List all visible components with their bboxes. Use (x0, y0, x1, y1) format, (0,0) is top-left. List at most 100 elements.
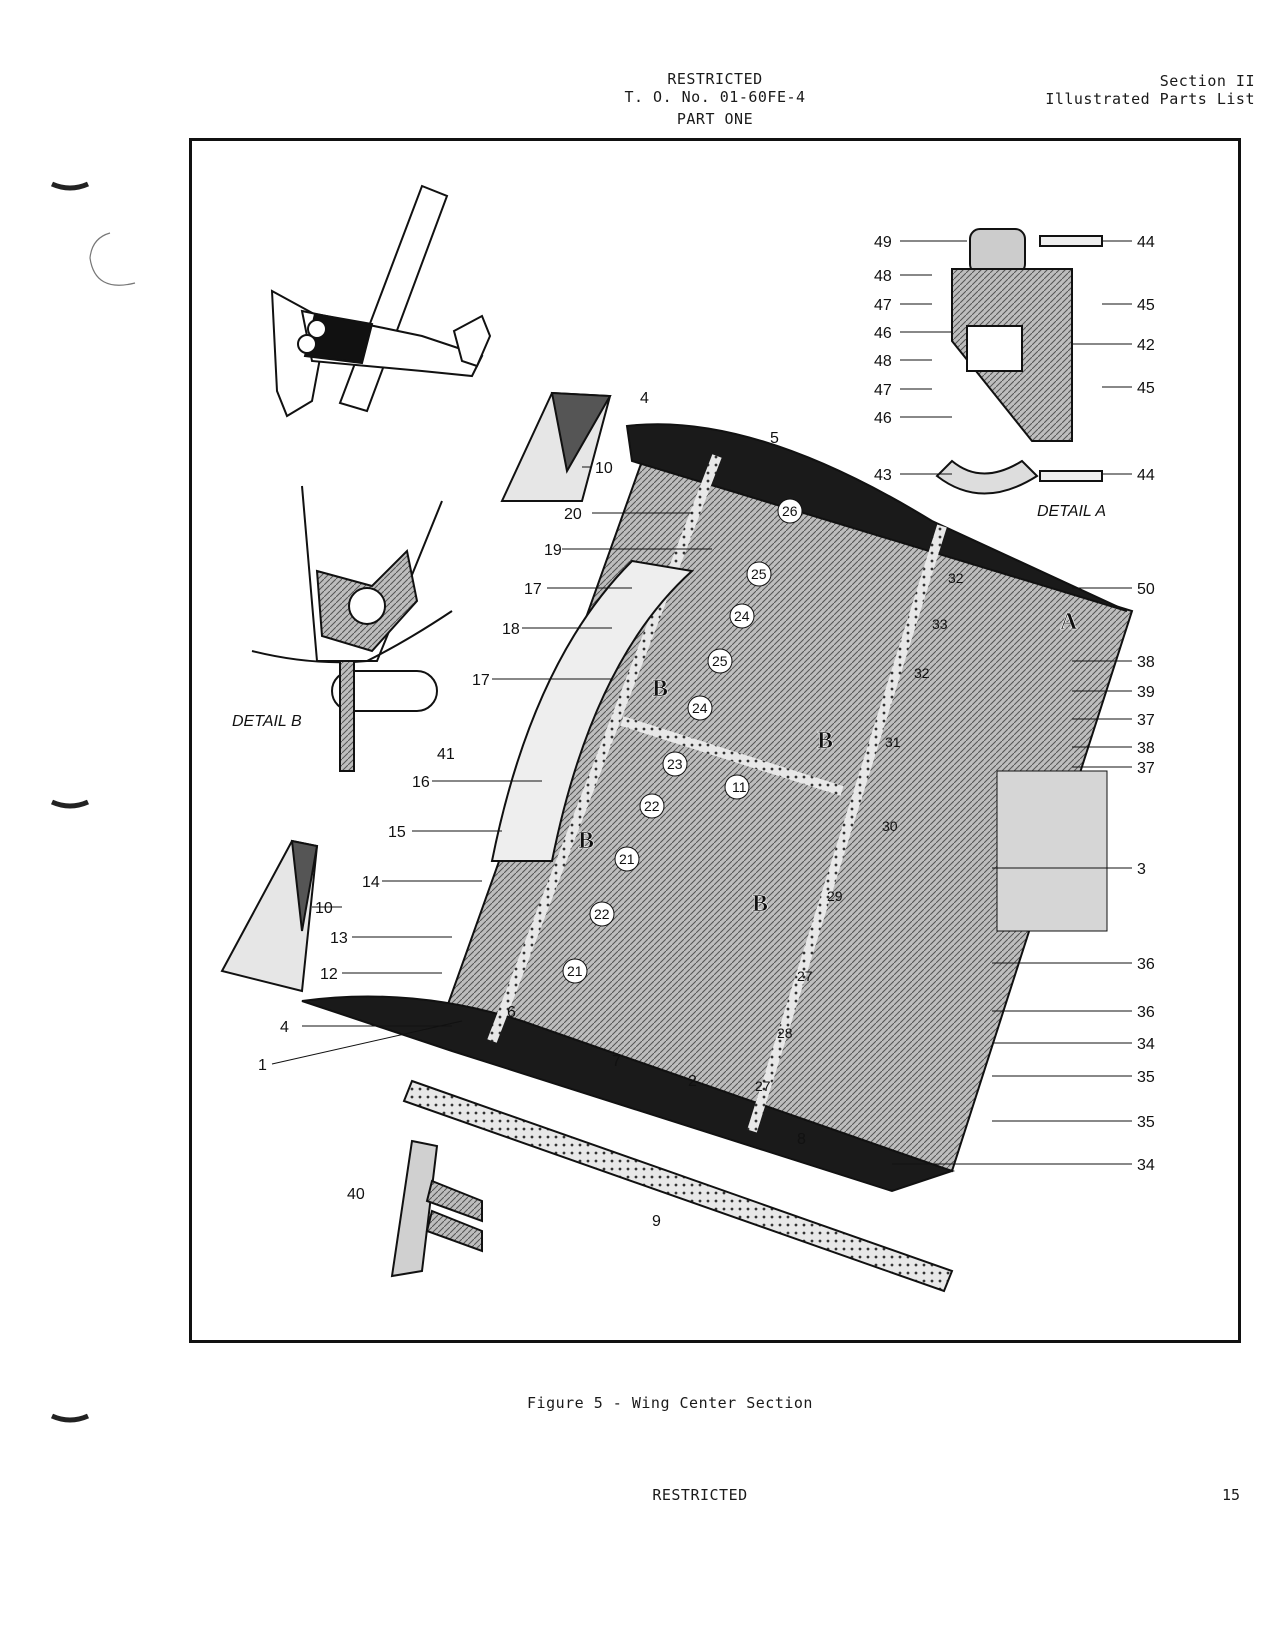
svg-text:B: B (578, 828, 594, 854)
svg-text:37: 37 (1137, 760, 1155, 777)
callouts-right (892, 240, 1132, 1165)
svg-text:24: 24 (692, 700, 708, 716)
svg-text:4: 4 (640, 390, 649, 407)
svg-text:38: 38 (1137, 654, 1155, 671)
binder-mark-top (50, 181, 90, 191)
svg-text:26: 26 (782, 503, 798, 519)
binder-mark-bottom (50, 1413, 90, 1423)
svg-text:7: 7 (612, 1053, 621, 1070)
svg-text:2: 2 (688, 1073, 697, 1090)
svg-text:1: 1 (258, 1057, 267, 1074)
wing-center-section-illustration: DETAIL A DETAIL B 44 45 42 45 44 50 38 3… (220, 184, 1155, 1293)
svg-text:36: 36 (1137, 1004, 1155, 1021)
svg-text:5: 5 (770, 430, 779, 447)
svg-text:6: 6 (507, 1004, 516, 1021)
svg-text:11: 11 (732, 779, 747, 795)
svg-text:22: 22 (644, 798, 660, 814)
svg-text:46: 46 (874, 410, 892, 427)
svg-text:24: 24 (734, 608, 750, 624)
classification-top: RESTRICTED (667, 70, 763, 88)
callout-labels-left: 10 20 19 17 18 17 16 15 14 10 13 12 4 1 (258, 460, 613, 1074)
callouts-left (271, 466, 712, 1065)
svg-text:44: 44 (1137, 467, 1155, 484)
svg-text:42: 42 (1137, 337, 1155, 354)
tech-order-number: T. O. No. 01-60FE-4 (624, 88, 806, 106)
svg-text:29: 29 (827, 888, 843, 904)
svg-text:17: 17 (472, 672, 490, 689)
svg-text:3: 3 (1137, 861, 1146, 878)
svg-text:19: 19 (544, 542, 562, 559)
svg-text:45: 45 (1137, 380, 1155, 397)
callout-labels-right: 44 45 42 45 44 50 38 39 37 38 37 3 36 36… (1137, 234, 1155, 1174)
svg-text:10: 10 (315, 900, 333, 917)
svg-text:27: 27 (755, 1078, 771, 1094)
svg-text:17: 17 (524, 581, 542, 598)
part-label: PART ONE (676, 110, 754, 128)
svg-text:9: 9 (652, 1213, 661, 1230)
svg-text:10: 10 (595, 460, 613, 477)
section-subtitle: Illustrated Parts List (1045, 90, 1255, 108)
svg-text:35: 35 (1137, 1069, 1155, 1086)
svg-text:44: 44 (1137, 234, 1155, 251)
svg-text:32: 32 (948, 570, 964, 586)
svg-text:27: 27 (797, 968, 813, 984)
svg-text:28: 28 (777, 1025, 793, 1041)
svg-text:32: 32 (914, 665, 930, 681)
detail-b-label: DETAIL B (232, 713, 302, 730)
svg-text:8: 8 (797, 1131, 806, 1148)
svg-text:4: 4 (280, 1019, 289, 1036)
svg-text:33: 33 (932, 616, 948, 632)
svg-text:25: 25 (751, 566, 767, 582)
page-number: 15 (1221, 1486, 1240, 1504)
svg-text:16: 16 (412, 774, 430, 791)
leading-edge-strip (402, 1079, 954, 1293)
callout-labels-on-part: 4 5 26 25 24 25 24 23 22 21 22 21 6 7 2 … (347, 390, 964, 1230)
svg-text:41: 41 (437, 746, 455, 763)
callouts-detail-a-left (900, 240, 967, 475)
wing-center-section-panel (301, 423, 1134, 1193)
detail-a-label: DETAIL A (1037, 503, 1106, 520)
svg-text:25: 25 (712, 653, 728, 669)
svg-text:43: 43 (874, 467, 892, 484)
svg-text:22: 22 (594, 906, 610, 922)
svg-text:21: 21 (619, 851, 635, 867)
svg-text:36: 36 (1137, 956, 1155, 973)
section-label: Section II (1159, 72, 1255, 90)
airplane-locator (270, 184, 492, 418)
svg-text:30: 30 (882, 818, 898, 834)
detail-b-illustration (251, 485, 453, 772)
svg-text:21: 21 (567, 963, 583, 979)
svg-text:38: 38 (1137, 740, 1155, 757)
svg-text:23: 23 (667, 756, 683, 772)
area-markers: A B B B B (578, 609, 1079, 918)
svg-text:45: 45 (1137, 297, 1155, 314)
svg-text:48: 48 (874, 353, 892, 370)
svg-text:49: 49 (874, 234, 892, 251)
svg-text:13: 13 (330, 930, 348, 947)
svg-text:46: 46 (874, 325, 892, 342)
binder-mark-middle (50, 799, 90, 809)
binder-hole-outline (89, 232, 136, 286)
svg-text:12: 12 (320, 966, 338, 983)
svg-text:20: 20 (564, 506, 582, 523)
svg-text:31: 31 (885, 734, 901, 750)
detail-a-illustration (935, 228, 1103, 495)
figure-caption: Figure 5 - Wing Center Section (527, 1394, 813, 1412)
svg-text:15: 15 (388, 824, 406, 841)
svg-text:47: 47 (874, 297, 892, 314)
svg-text:B: B (652, 676, 668, 702)
tip-fairing-lower (220, 839, 319, 993)
svg-text:39: 39 (1137, 684, 1155, 701)
svg-text:40: 40 (347, 1186, 365, 1203)
svg-text:50: 50 (1137, 581, 1155, 598)
svg-text:34: 34 (1137, 1157, 1155, 1174)
svg-text:47: 47 (874, 382, 892, 399)
svg-text:A: A (1060, 609, 1078, 635)
fitting-40-illustration (390, 1139, 483, 1278)
classification-bottom: RESTRICTED (652, 1486, 748, 1504)
header-right: Section II Illustrated Parts List (1005, 72, 1255, 108)
callout-labels-detail-a: 49 48 47 46 48 47 46 43 (874, 234, 892, 484)
header-center: RESTRICTED T. O. No. 01-60FE-4 PART ONE (595, 70, 835, 128)
svg-text:B: B (817, 728, 833, 754)
svg-text:18: 18 (502, 621, 520, 638)
